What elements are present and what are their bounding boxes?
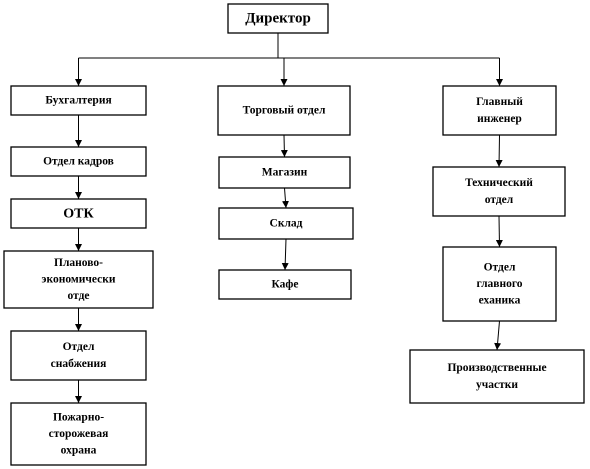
arrow-connector — [281, 238, 289, 271]
node-trade: Торговый отдел — [217, 85, 351, 136]
arrow-connector — [281, 187, 289, 209]
node-box — [218, 269, 352, 300]
node-accounting: Бухгалтерия — [10, 85, 147, 116]
node-box — [409, 349, 585, 404]
arrow-connector — [494, 320, 502, 351]
node-box — [227, 3, 329, 34]
arrow-connector — [280, 134, 288, 158]
arrow-connector — [495, 215, 503, 248]
node-shop: Магазин — [218, 156, 351, 189]
node-director: Директор — [227, 3, 329, 34]
node-label: Магазин — [262, 167, 308, 179]
node-otk: ОТК — [10, 198, 147, 229]
connector-lines — [75, 33, 503, 403]
node-box — [442, 85, 557, 136]
node-label: ОТК — [63, 206, 94, 221]
node-box — [442, 246, 557, 322]
node-box — [218, 207, 354, 240]
arrow-connector — [495, 134, 503, 168]
node-label: Отдел кадров — [43, 156, 114, 168]
node-label: Директор — [245, 11, 311, 27]
node-label: Склад — [270, 218, 303, 230]
node-label: Торговый отдел — [243, 105, 326, 117]
node-hr: Отдел кадров — [10, 146, 147, 177]
node-label: Бухгалтерия — [45, 95, 111, 107]
node-warehouse: Склад — [218, 207, 354, 240]
node-box — [10, 402, 147, 466]
node-box — [3, 250, 154, 309]
node-box — [10, 85, 147, 116]
node-box — [218, 156, 351, 189]
node-box — [10, 146, 147, 177]
node-cafe: Кафе — [218, 269, 352, 300]
node-box — [10, 330, 147, 381]
node-box — [10, 198, 147, 229]
node-box — [217, 85, 351, 136]
node-box — [432, 166, 566, 217]
node-label: Кафе — [272, 279, 299, 291]
